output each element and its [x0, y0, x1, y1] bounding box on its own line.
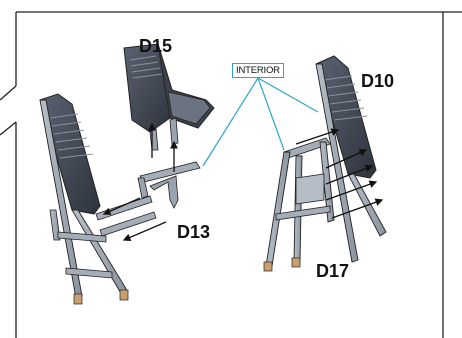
part-d13-frame [39, 93, 157, 305]
label-d10: D10 [361, 71, 395, 91]
label-d17: D17 [316, 261, 350, 281]
callout-leader-lines [202, 77, 319, 167]
interior-callout: INTERIOR [232, 63, 284, 78]
label-d15: D15 [139, 36, 173, 56]
part-d13-crosspiece [137, 161, 201, 209]
part-d17-frame [263, 137, 335, 272]
page-frame [0, 11, 462, 338]
label-d13: D13 [177, 222, 211, 242]
assembly-arrows [102, 122, 384, 242]
part-d15-seat [123, 43, 215, 151]
